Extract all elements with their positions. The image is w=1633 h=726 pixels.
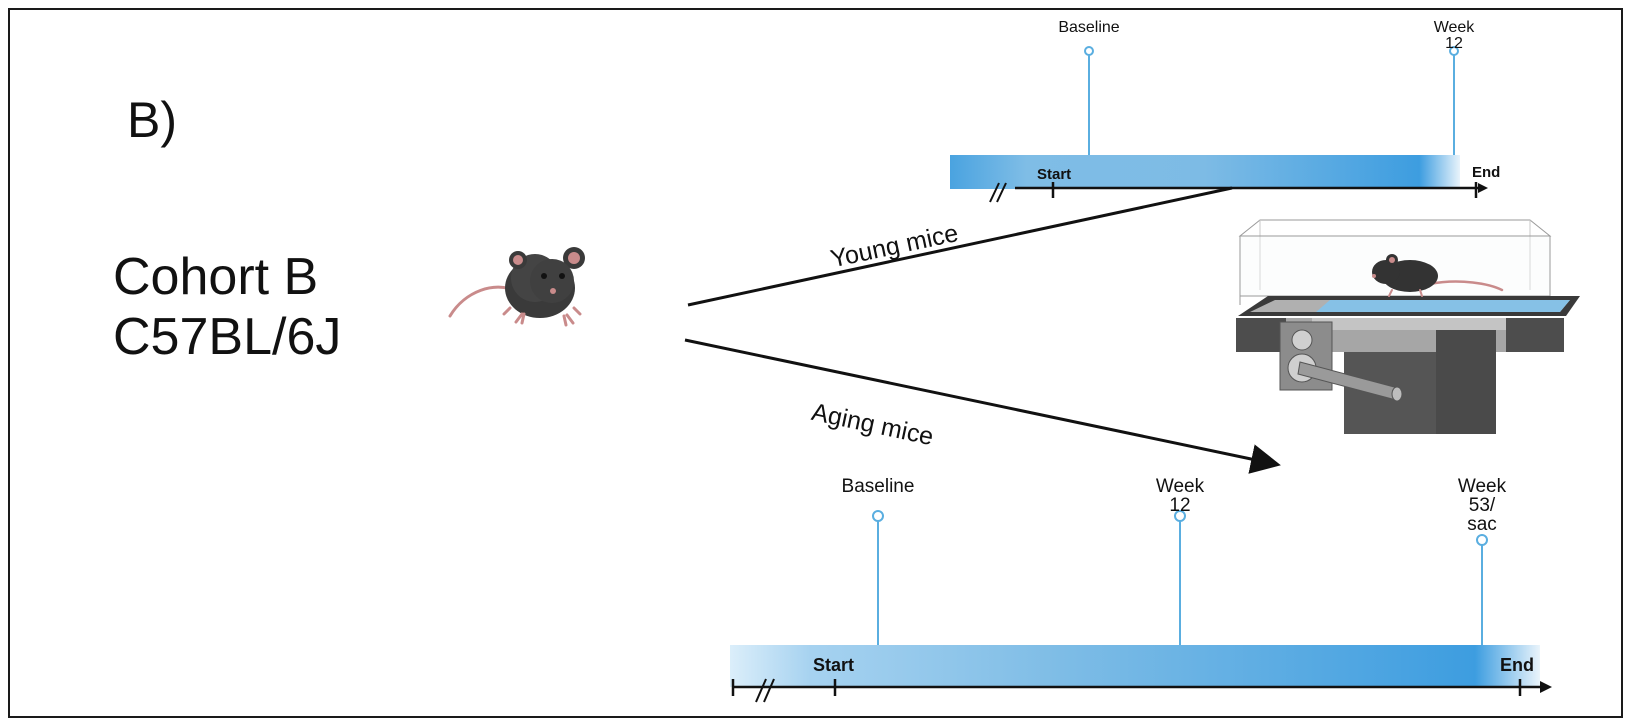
young-break-mark [989,182,1007,203]
young-branch-line [687,186,1233,307]
young-end-label: End [1472,164,1501,181]
young-timeline-bar [950,155,1460,189]
young-milestone-baseline [1084,46,1094,155]
treadmill-mouse-icon [1372,254,1504,297]
aging-milestone-week53 [1476,534,1488,645]
aging-axis-arrow [1540,681,1552,693]
cohort-name: Cohort B [113,248,319,306]
aging-milestone-week12 [1174,510,1186,645]
young-milestone-week12 [1449,46,1459,155]
aging-milestone-baseline [872,510,884,645]
mouse-icon [448,247,585,327]
aging-week53-label: Week 53/ sac [1457,476,1507,535]
panel-label: B) [127,92,177,148]
aging-break-mark [755,678,775,703]
young-axis-arrow [1478,183,1488,193]
aging-week12-label: Week 12 [1155,476,1205,516]
young-baseline-label: Baseline [1058,19,1120,36]
strain-name: C57BL/6J [113,308,342,366]
treadmill-icon [1236,219,1580,434]
aging-branch-arrow [684,338,1281,474]
young-timeline [950,46,1488,203]
aging-baseline-label: Baseline [841,476,915,497]
aging-timeline [730,510,1552,703]
young-week12-label: Week 12 [1433,19,1475,52]
young-start-label: Start [1037,166,1072,183]
aging-end-label: End [1500,655,1534,675]
aging-timeline-bar [730,645,1540,687]
figure-frame [8,8,1623,718]
cohort-label: Cohort B C57BL/6J [113,247,341,367]
aging-start-label: Start [813,655,855,675]
